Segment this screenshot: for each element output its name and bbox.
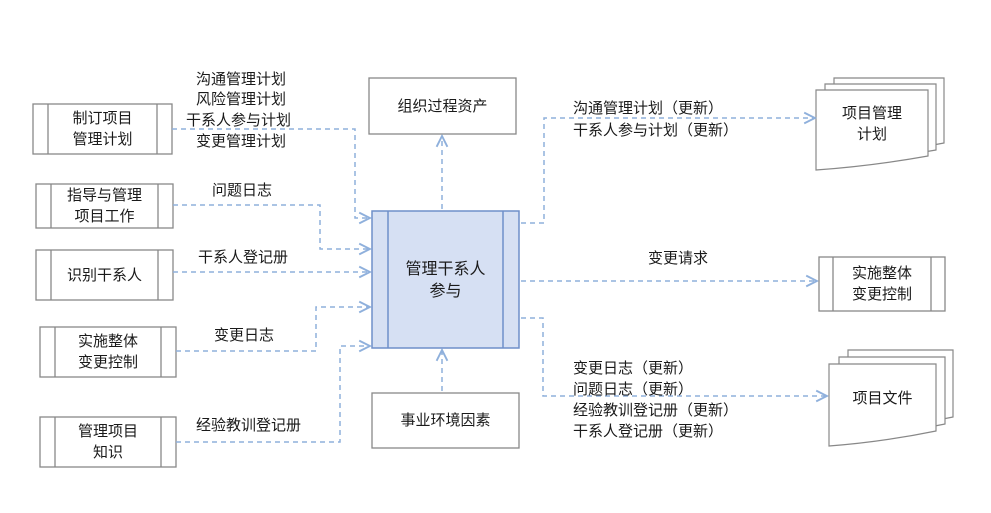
- top-box-text: 组织过程资产: [369, 78, 516, 134]
- input-1-line1: 制订项目: [72, 109, 133, 127]
- arrow-output-plan: [521, 118, 815, 224]
- center-line2: 参与: [429, 280, 462, 300]
- center-line1: 管理干系人: [405, 258, 486, 278]
- bottom-box-text: 事业环境因素: [372, 393, 519, 448]
- label-input-4: 变更日志: [214, 326, 275, 344]
- input-box-3-text: 识别干系人: [51, 250, 158, 300]
- label-output-docs-c: 经验教训登记册（更新）: [573, 401, 739, 419]
- input-box-3: [35, 249, 174, 301]
- label-input-3: 干系人登记册: [198, 248, 289, 266]
- output-plan-text: 项目管理 计划: [816, 92, 928, 156]
- top-box-shape: [368, 77, 517, 135]
- output-docs-text: 项目文件: [829, 366, 936, 430]
- input-box-5-text: 管理项目 知识: [55, 417, 161, 467]
- center-process-box: [371, 210, 520, 349]
- input-3-line1: 识别干系人: [66, 265, 142, 284]
- output-change-text: 实施整体 变更控制: [833, 257, 931, 311]
- top-box-label: 组织过程资产: [397, 96, 488, 115]
- input-2-line1: 指导与管理: [66, 186, 142, 204]
- output-plan-line2: 计划: [856, 125, 887, 143]
- arrow-input-1: [172, 128, 370, 218]
- connectors: [172, 118, 827, 443]
- input-box-2-text: 指导与管理 项目工作: [51, 184, 158, 228]
- input-box-4: [39, 326, 177, 378]
- input-2-line2: 项目工作: [74, 207, 135, 225]
- label-output-change: 变更请求: [648, 249, 709, 267]
- arrow-input-2: [173, 204, 370, 249]
- label-input-1-d: 变更管理计划: [196, 132, 287, 150]
- arrow-input-5: [176, 346, 370, 443]
- output-change-line2: 变更控制: [851, 285, 912, 303]
- output-plan-line1: 项目管理: [841, 104, 902, 122]
- arrow-input-4: [176, 307, 370, 352]
- input-5-line2: 知识: [92, 443, 123, 461]
- input-box-1: [32, 103, 173, 155]
- label-output-docs-a: 变更日志（更新）: [573, 359, 694, 377]
- bottom-box-shape: [371, 392, 520, 449]
- input-4-line2: 变更控制: [77, 353, 138, 371]
- output-plan-shape: [815, 77, 945, 171]
- label-output-docs-b: 问题日志（更新）: [573, 380, 694, 398]
- input-4-line1: 实施整体: [77, 332, 138, 350]
- output-change-line1: 实施整体: [851, 264, 912, 282]
- output-docs-label: 项目文件: [852, 388, 913, 407]
- bottom-box-label: 事业环境因素: [400, 411, 491, 429]
- label-output-plan-a: 沟通管理计划（更新）: [573, 99, 724, 117]
- center-process-text: 管理干系人 参与: [388, 211, 503, 348]
- label-input-5: 经验教训登记册: [196, 416, 302, 434]
- output-change-shape: [818, 256, 946, 312]
- arrow-output-docs: [521, 317, 827, 396]
- label-output-docs-d: 干系人登记册（更新）: [573, 422, 724, 440]
- output-docs-shape: [828, 349, 954, 447]
- input-1-line2: 管理计划: [72, 130, 133, 148]
- label-input-1-c: 干系人参与计划: [186, 111, 292, 129]
- input-box-2: [35, 183, 174, 229]
- input-box-4-text: 实施整体 变更控制: [55, 327, 161, 377]
- label-input-1-b: 风险管理计划: [196, 90, 287, 108]
- input-box-1-text: 制订项目 管理计划: [48, 104, 157, 154]
- label-output-plan-b: 干系人参与计划（更新）: [573, 121, 739, 139]
- label-input-1-a: 沟通管理计划: [196, 70, 287, 88]
- input-5-line1: 管理项目: [77, 422, 138, 440]
- label-input-2: 问题日志: [212, 181, 273, 199]
